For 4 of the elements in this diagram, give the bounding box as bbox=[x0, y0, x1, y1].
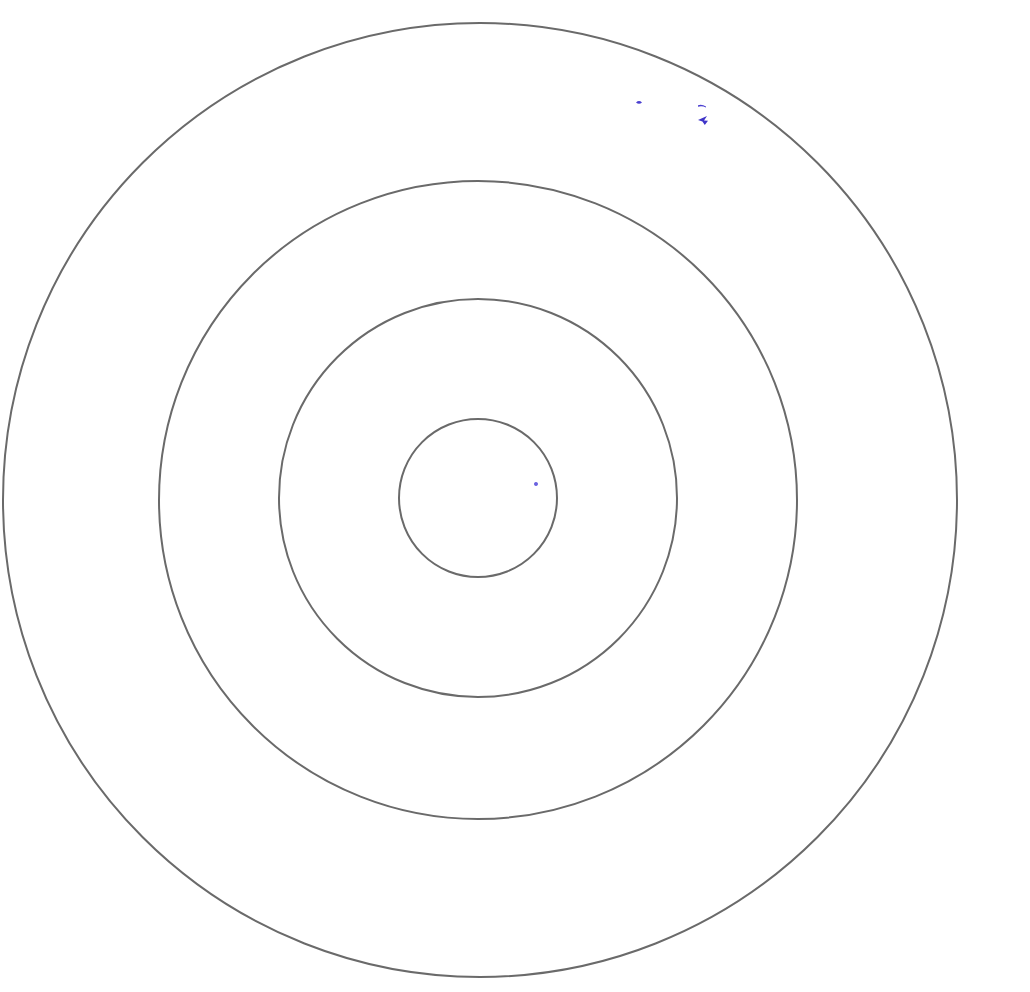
ring-outline bbox=[277, 298, 678, 699]
ring-outline bbox=[397, 418, 558, 579]
ring-outline bbox=[158, 179, 799, 820]
ring-outline bbox=[1, 22, 957, 978]
